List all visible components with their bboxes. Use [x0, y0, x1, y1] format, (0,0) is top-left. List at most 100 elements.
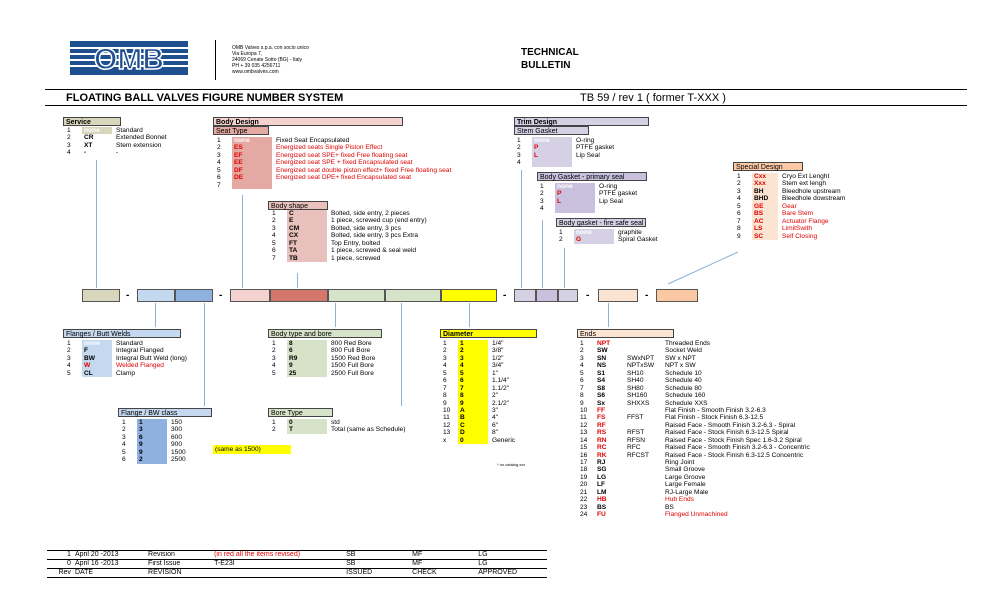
row-number: 1 [559, 229, 563, 236]
row-number: 6 [443, 377, 447, 385]
row-description: Fixed Seat Encapsulated [276, 137, 350, 144]
row-number: 1 [67, 127, 71, 134]
bar-bore [385, 289, 441, 302]
row-number: 3 [217, 151, 221, 159]
row-alt-code [623, 407, 661, 414]
row-code: HB [597, 496, 607, 504]
row-code: 6 [287, 347, 327, 355]
row-description: Hub Ends [665, 496, 694, 504]
row-description: Schedule 80 [665, 384, 702, 392]
connector [155, 303, 156, 327]
row-number: 7 [443, 384, 447, 392]
row-number: 24 [580, 511, 588, 519]
row-code: BW [82, 354, 112, 363]
row-alt-code: SH40 [627, 377, 644, 385]
row-description: Schedule 40 [665, 377, 702, 385]
row-number: 5 [272, 239, 276, 247]
row-description: Energized seat SPE + fixed Encapsulated … [276, 159, 413, 167]
row-code: R9 [287, 354, 327, 363]
row-code: none [555, 183, 595, 191]
dash: - [219, 290, 223, 301]
row-code: C [458, 421, 488, 430]
row-alt-code: SHXXS [627, 399, 650, 407]
row-number: 3 [540, 197, 544, 205]
row-description: 1/4" [492, 340, 504, 347]
row-number: 10 [580, 406, 588, 414]
row-code: 1 [137, 419, 167, 427]
row-code: DF [232, 166, 272, 175]
row-code [532, 159, 572, 167]
row-code: FU [597, 511, 606, 519]
row-code: Xxx [752, 180, 778, 188]
bar-service [82, 289, 120, 302]
row-code: E [287, 217, 327, 225]
flanges-header: Flanges / Butt Welds [63, 329, 181, 338]
row-code: 25 [287, 369, 327, 378]
row-description: Raised Face - Smooth Finish 3.2-6.3 - Sp… [665, 421, 796, 429]
row-number: 2 [67, 134, 71, 142]
row-description: Standard [116, 340, 143, 347]
bar-seat [230, 289, 270, 302]
row-code: 1 [458, 340, 488, 348]
row-number: 9 [737, 232, 741, 240]
row-code: CX [287, 232, 327, 240]
row-description: Flat Finish - Smooth Finish 3.2-6.3 [665, 406, 766, 414]
row-description: 1500 Red Bore [331, 354, 376, 362]
row-description: Integral Flanged [116, 347, 164, 355]
row-description: LimitSwith [782, 225, 813, 233]
row-description: Energized seats Single Piston Effect [276, 144, 383, 152]
row-number: 3 [272, 224, 276, 232]
revision-cell: REVISION [146, 568, 213, 578]
row-alt-code: RFSN [627, 436, 645, 444]
row-code: 0 [458, 436, 488, 445]
row-number: 19 [580, 473, 588, 481]
bar-flange-class [175, 289, 213, 302]
row-description: Bare Stem [782, 210, 814, 218]
row-code: none [232, 137, 272, 145]
row-number: 3 [67, 141, 71, 149]
revision-cell: First Issue [146, 559, 213, 569]
connector [297, 273, 298, 288]
row-code: 6 [137, 433, 167, 442]
row-number: 18 [580, 466, 588, 474]
row-description: Small Groove [665, 466, 705, 474]
row-code: SC [752, 232, 778, 240]
row-description: Extended Bonnet [116, 134, 167, 142]
revision-cell: LG [476, 550, 547, 560]
row-description: 1500 [171, 448, 186, 456]
row-number: 4 [540, 205, 544, 213]
primary-seal-header: Body Gasket - primary seal [537, 172, 647, 181]
row-code: 7 [458, 384, 488, 393]
row-code: SN [597, 354, 607, 362]
row-code [555, 205, 595, 213]
connector [521, 170, 522, 288]
row-description: Raised Face - Stock Finish 6.3-12.5 Spir… [665, 429, 789, 437]
revision-cell: DATE [72, 568, 147, 578]
row-number: 4 [272, 362, 276, 370]
connector [542, 220, 543, 288]
trim-design-header: Trim Design [514, 117, 649, 126]
